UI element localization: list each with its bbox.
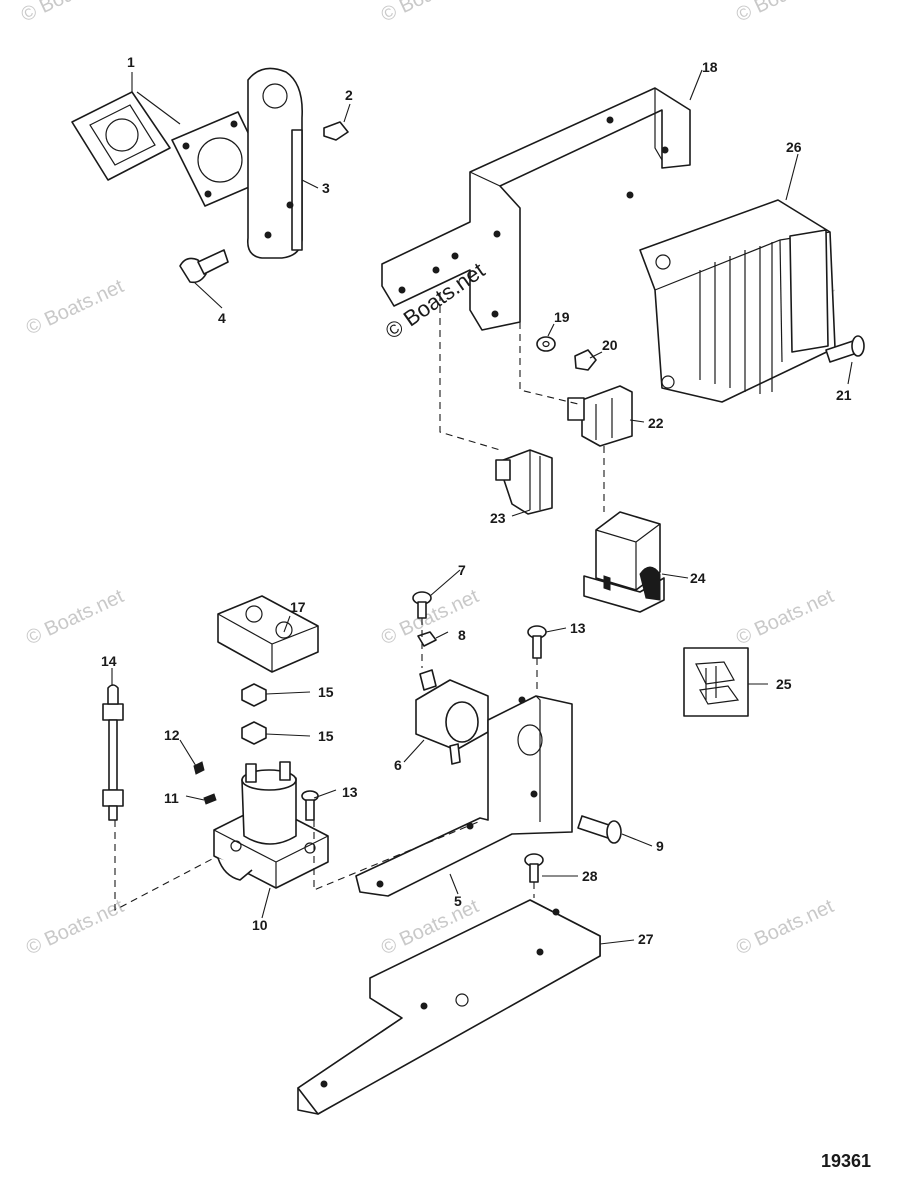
part-22-connector bbox=[567, 385, 633, 447]
watermark-left-lower: © Boats.net bbox=[23, 895, 128, 959]
callout-4: 4 bbox=[218, 310, 226, 326]
watermark-top-center: © Boats.net bbox=[378, 0, 483, 27]
part-6-switch bbox=[415, 669, 489, 765]
callout-1: 1 bbox=[127, 54, 135, 70]
drawing-number: 19361 bbox=[820, 1151, 871, 1171]
part-25-inset bbox=[683, 647, 749, 717]
callout-18: 18 bbox=[702, 59, 718, 75]
watermark-right-lower: © Boats.net bbox=[733, 895, 838, 959]
callout-13-left: 13 bbox=[342, 784, 358, 800]
part-15-nut-upper bbox=[241, 683, 267, 707]
callout-2: 2 bbox=[345, 87, 353, 103]
callout-6: 6 bbox=[394, 757, 402, 773]
part-11-screw bbox=[203, 793, 217, 805]
callout-15: 15 bbox=[318, 728, 334, 744]
part-20-nut bbox=[574, 349, 597, 371]
part-19-washer bbox=[536, 336, 556, 352]
callout-28: 28 bbox=[582, 868, 598, 884]
callout-25: 25 bbox=[776, 676, 792, 692]
callout-26: 26 bbox=[786, 139, 802, 155]
watermark-top-left: © Boats.net bbox=[18, 0, 123, 27]
callout-3: 3 bbox=[322, 180, 330, 196]
callout-19: 19 bbox=[554, 309, 570, 325]
callout-17: 17 bbox=[290, 599, 306, 615]
part-27-plate bbox=[297, 899, 601, 1115]
part-23-connector bbox=[495, 449, 553, 515]
callout-12: 12 bbox=[164, 727, 180, 743]
part-9-screw bbox=[577, 815, 622, 844]
callout-13-right: 13 bbox=[570, 620, 586, 636]
part-12-screw bbox=[193, 761, 205, 775]
callout-9: 9 bbox=[656, 838, 664, 854]
part-1-gasket bbox=[71, 91, 171, 181]
leader-lines bbox=[111, 69, 853, 945]
part-15-nut-lower bbox=[241, 721, 267, 745]
callout-27: 27 bbox=[638, 931, 654, 947]
part-4-screw bbox=[179, 249, 229, 284]
callout-11: 11 bbox=[164, 790, 179, 806]
part-13-screw-left bbox=[301, 790, 319, 821]
callout-10: 10 bbox=[252, 917, 268, 933]
watermark-left-mid: © Boats.net bbox=[23, 585, 128, 649]
part-28-screw bbox=[524, 853, 544, 883]
part-2-nut bbox=[323, 121, 349, 141]
watermark-top-right: © Boats.net bbox=[733, 0, 838, 27]
part-26-module bbox=[639, 199, 836, 403]
part-21-screw bbox=[825, 335, 865, 363]
callout-22: 22 bbox=[648, 415, 664, 431]
callout-14: 14 bbox=[101, 653, 117, 669]
callouts: 1 2 3 4 18 26 19 20 21 22 23 24 7 17 8 1… bbox=[101, 54, 852, 947]
alignment-lines bbox=[114, 294, 605, 911]
callout-16: 15 bbox=[318, 684, 334, 700]
callout-23: 23 bbox=[490, 510, 506, 526]
callout-24: 24 bbox=[690, 570, 706, 586]
callout-8: 8 bbox=[458, 627, 466, 643]
watermark-right-mid: © Boats.net bbox=[733, 585, 838, 649]
callout-21: 21 bbox=[836, 387, 852, 403]
watermark-left-upper: © Boats.net bbox=[23, 275, 128, 339]
part-14-stud bbox=[102, 684, 124, 821]
part-13-screw-right bbox=[527, 625, 547, 659]
part-10-solenoid bbox=[213, 761, 329, 889]
part-8-washer bbox=[417, 631, 437, 647]
callout-7: 7 bbox=[458, 562, 466, 578]
callout-20: 20 bbox=[602, 337, 618, 353]
part-3-bracket bbox=[246, 67, 303, 259]
part-17-cover bbox=[217, 595, 319, 673]
callout-5: 5 bbox=[454, 893, 462, 909]
part-5-bracket bbox=[355, 695, 573, 897]
part-24-relay bbox=[583, 511, 665, 613]
